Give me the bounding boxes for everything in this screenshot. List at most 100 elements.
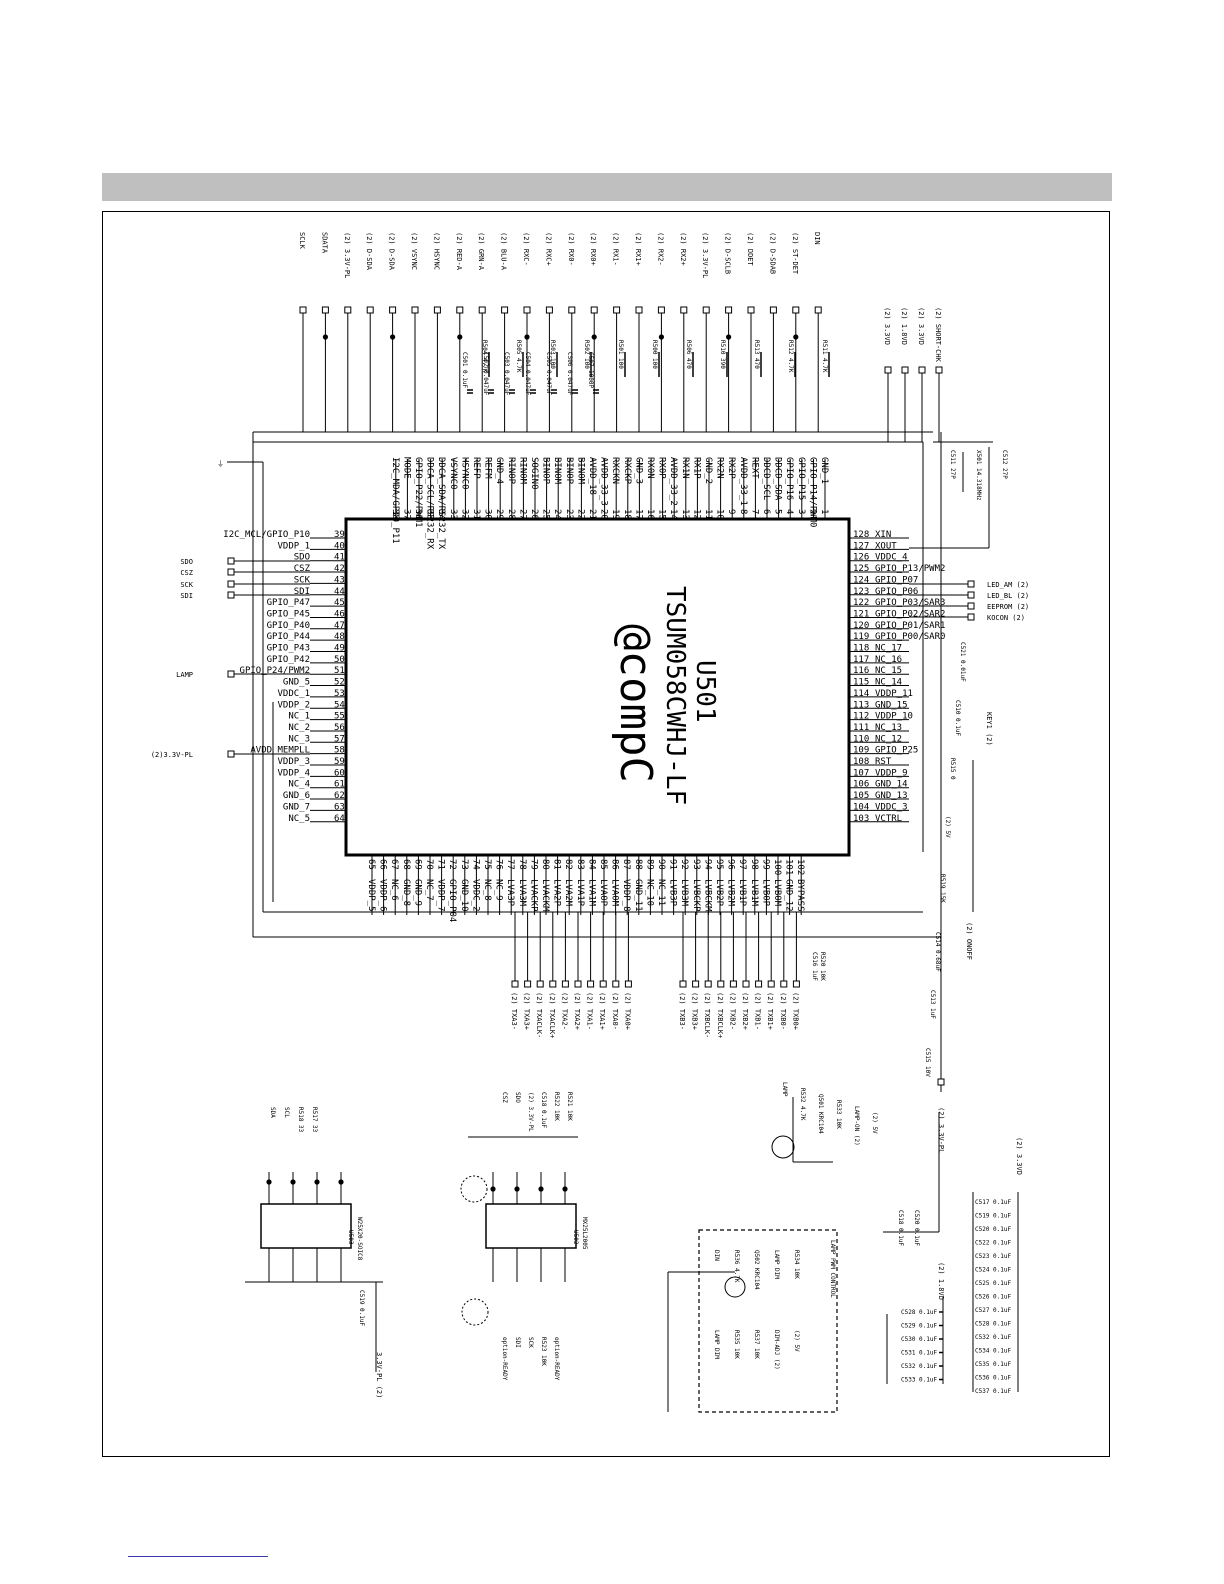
net-label-top: (2) RX0+ bbox=[589, 232, 597, 266]
u502-label: R521 10K bbox=[566, 1092, 573, 1121]
lamp-box-label: R536 4.7K bbox=[733, 1250, 740, 1283]
pin-name-top: AVDD_18 bbox=[587, 457, 597, 495]
pin-name-bottom: NC_9 bbox=[494, 879, 504, 901]
pin-name-top: DDCA_SCL/RS232_RX bbox=[425, 457, 435, 550]
net-label-top: (2) RX0- bbox=[567, 232, 575, 266]
pin-number-bottom: 78 bbox=[517, 859, 527, 870]
pin-number-left: 51 bbox=[334, 666, 345, 676]
net-label-bottom: (2) TXB0- bbox=[779, 992, 787, 1030]
u502-label: R522 10K bbox=[553, 1092, 560, 1121]
pin-number-top: 6 bbox=[761, 509, 771, 514]
net-terminal-left bbox=[227, 557, 235, 565]
pin-number-right: 109 bbox=[853, 746, 869, 756]
u502-part: MX25L2005 bbox=[581, 1217, 588, 1250]
net-terminal-bottom bbox=[549, 980, 557, 988]
pin-name-bottom: LVA1M bbox=[586, 879, 596, 907]
resistor-label: R501 100 bbox=[617, 340, 624, 369]
chip-ref: U501 bbox=[690, 660, 720, 723]
right-side-net: (2) ONOFF bbox=[965, 922, 973, 960]
net-terminal-top bbox=[568, 306, 576, 314]
net-label-right-top: (2) 1.8VD bbox=[900, 307, 908, 345]
net-label-top: (2) DDET bbox=[746, 232, 754, 267]
pin-name-bottom: NC_11 bbox=[656, 879, 666, 906]
pin-name-top: REFM bbox=[483, 457, 493, 479]
pin-name-top: GPIO_P22/PWM1 bbox=[413, 457, 423, 527]
net-label-left: LAMP bbox=[176, 671, 193, 679]
net-terminal-bottom bbox=[511, 980, 519, 988]
net-label-top: (2) BLU-A bbox=[500, 232, 508, 271]
pin-name-top: AVDD_33_3 bbox=[599, 457, 609, 506]
pin-name-right: GND_15 bbox=[875, 700, 908, 710]
pin-number-top: 37 bbox=[401, 509, 411, 520]
bottom-misc-label: C516 1uF bbox=[811, 952, 818, 981]
net-label-bottom: (2) TXBCLK+ bbox=[716, 992, 724, 1038]
pin-number-top: 22 bbox=[575, 509, 585, 520]
u503-body bbox=[260, 1203, 352, 1249]
pin-name-left: I2C_MCL/GPIO_P10 bbox=[223, 530, 310, 540]
ic-body bbox=[344, 517, 851, 857]
pin-name-right: VDDP_9 bbox=[875, 768, 908, 778]
pin-name-top: SOGIN0 bbox=[529, 457, 539, 490]
pin-number-bottom: 83 bbox=[575, 859, 585, 870]
pin-name-top: VSYNC0 bbox=[448, 457, 458, 490]
net-terminal-left bbox=[227, 568, 235, 576]
pin-name-top: HSYNC0 bbox=[459, 457, 469, 490]
pin-number-right: 110 bbox=[853, 734, 869, 744]
pin-name-right: NC_16 bbox=[875, 655, 902, 665]
net-label-top: (2) RX2- bbox=[656, 232, 664, 266]
net-label-top: (2) GRN-A bbox=[477, 232, 485, 271]
cap-bank-right-label: C517 0.1uF bbox=[975, 1199, 1012, 1206]
pin-name-bottom: LVB3P bbox=[668, 879, 678, 907]
pin-name-right: NC_14 bbox=[875, 678, 902, 688]
pin-name-right: GPIO_P06 bbox=[875, 587, 918, 597]
net-terminal-bottom bbox=[742, 980, 750, 988]
pin-number-top: 7 bbox=[749, 509, 759, 514]
lamp-box-label: (2) 5V bbox=[793, 1330, 800, 1352]
cap-bank-right-label: C522 0.1uF bbox=[975, 1240, 1012, 1247]
pin-number-top: 19 bbox=[610, 509, 620, 520]
resistor-label: R505 4.7K bbox=[515, 340, 522, 373]
u503-cap-label: C519 0.1uF bbox=[358, 1290, 365, 1327]
pin-number-bottom: 87 bbox=[621, 859, 631, 870]
net-label-bottom: (2) TXACLK+ bbox=[548, 992, 556, 1038]
u502-label: SDI bbox=[514, 1337, 521, 1348]
right-part-label: R515 0 bbox=[949, 758, 956, 780]
lamp-label: (2) 5V bbox=[871, 1112, 878, 1134]
lamp-label: LAMP bbox=[781, 1082, 788, 1097]
pin-number-left: 61 bbox=[334, 780, 345, 790]
pin-number-right: 122 bbox=[853, 598, 869, 608]
pin-name-top: I2C_MDA/GPIO_P11 bbox=[390, 457, 400, 544]
cap-bank-left-label: C518 0.1uF bbox=[897, 1210, 904, 1247]
pin-name-left: GPIO_P44 bbox=[267, 632, 310, 642]
net-terminal-bottom bbox=[574, 980, 582, 988]
resistor-label: R502 100 bbox=[583, 340, 590, 369]
pin-number-right: 115 bbox=[853, 678, 869, 688]
net-label-bottom: (2) TXA3+ bbox=[523, 992, 531, 1030]
net-terminal-top bbox=[657, 306, 665, 314]
pin-number-bottom: 95 bbox=[714, 859, 724, 870]
pin-name-right: GPIO_P00/SAR0 bbox=[875, 632, 945, 642]
net-label-bottom: (2) TXB2- bbox=[728, 992, 736, 1030]
pin-number-top: 24 bbox=[552, 509, 562, 520]
pin-name-left: CSZ bbox=[294, 564, 311, 574]
pin-name-bottom: LVB2P bbox=[714, 879, 724, 907]
resistor-label: R503 100 bbox=[549, 340, 556, 369]
pin-name-left: GND_6 bbox=[283, 791, 310, 801]
net-label-bottom: (2) TXA1- bbox=[586, 992, 594, 1030]
pin-number-left: 59 bbox=[334, 757, 345, 767]
pin-number-bottom: 86 bbox=[610, 859, 620, 870]
pin-name-bottom: GND_8 bbox=[401, 879, 411, 906]
pin-number-right: 127 bbox=[853, 541, 869, 551]
net-terminal-top bbox=[321, 306, 329, 314]
net-label-top: (2) D-SDA bbox=[388, 232, 396, 271]
pin-number-top: 14 bbox=[668, 509, 678, 520]
pin-number-left: 40 bbox=[334, 541, 345, 551]
net-terminal-top bbox=[635, 306, 643, 314]
cap-bank-right-label: C523 0.1uF bbox=[975, 1253, 1012, 1260]
pin-name-right: NC_13 bbox=[875, 723, 902, 733]
transistor-q501 bbox=[771, 1135, 795, 1159]
pin-name-right: GND_14 bbox=[875, 780, 908, 790]
cap-bank-right-label: C535 0.1uF bbox=[975, 1361, 1012, 1368]
pin-number-top: 17 bbox=[633, 509, 643, 520]
